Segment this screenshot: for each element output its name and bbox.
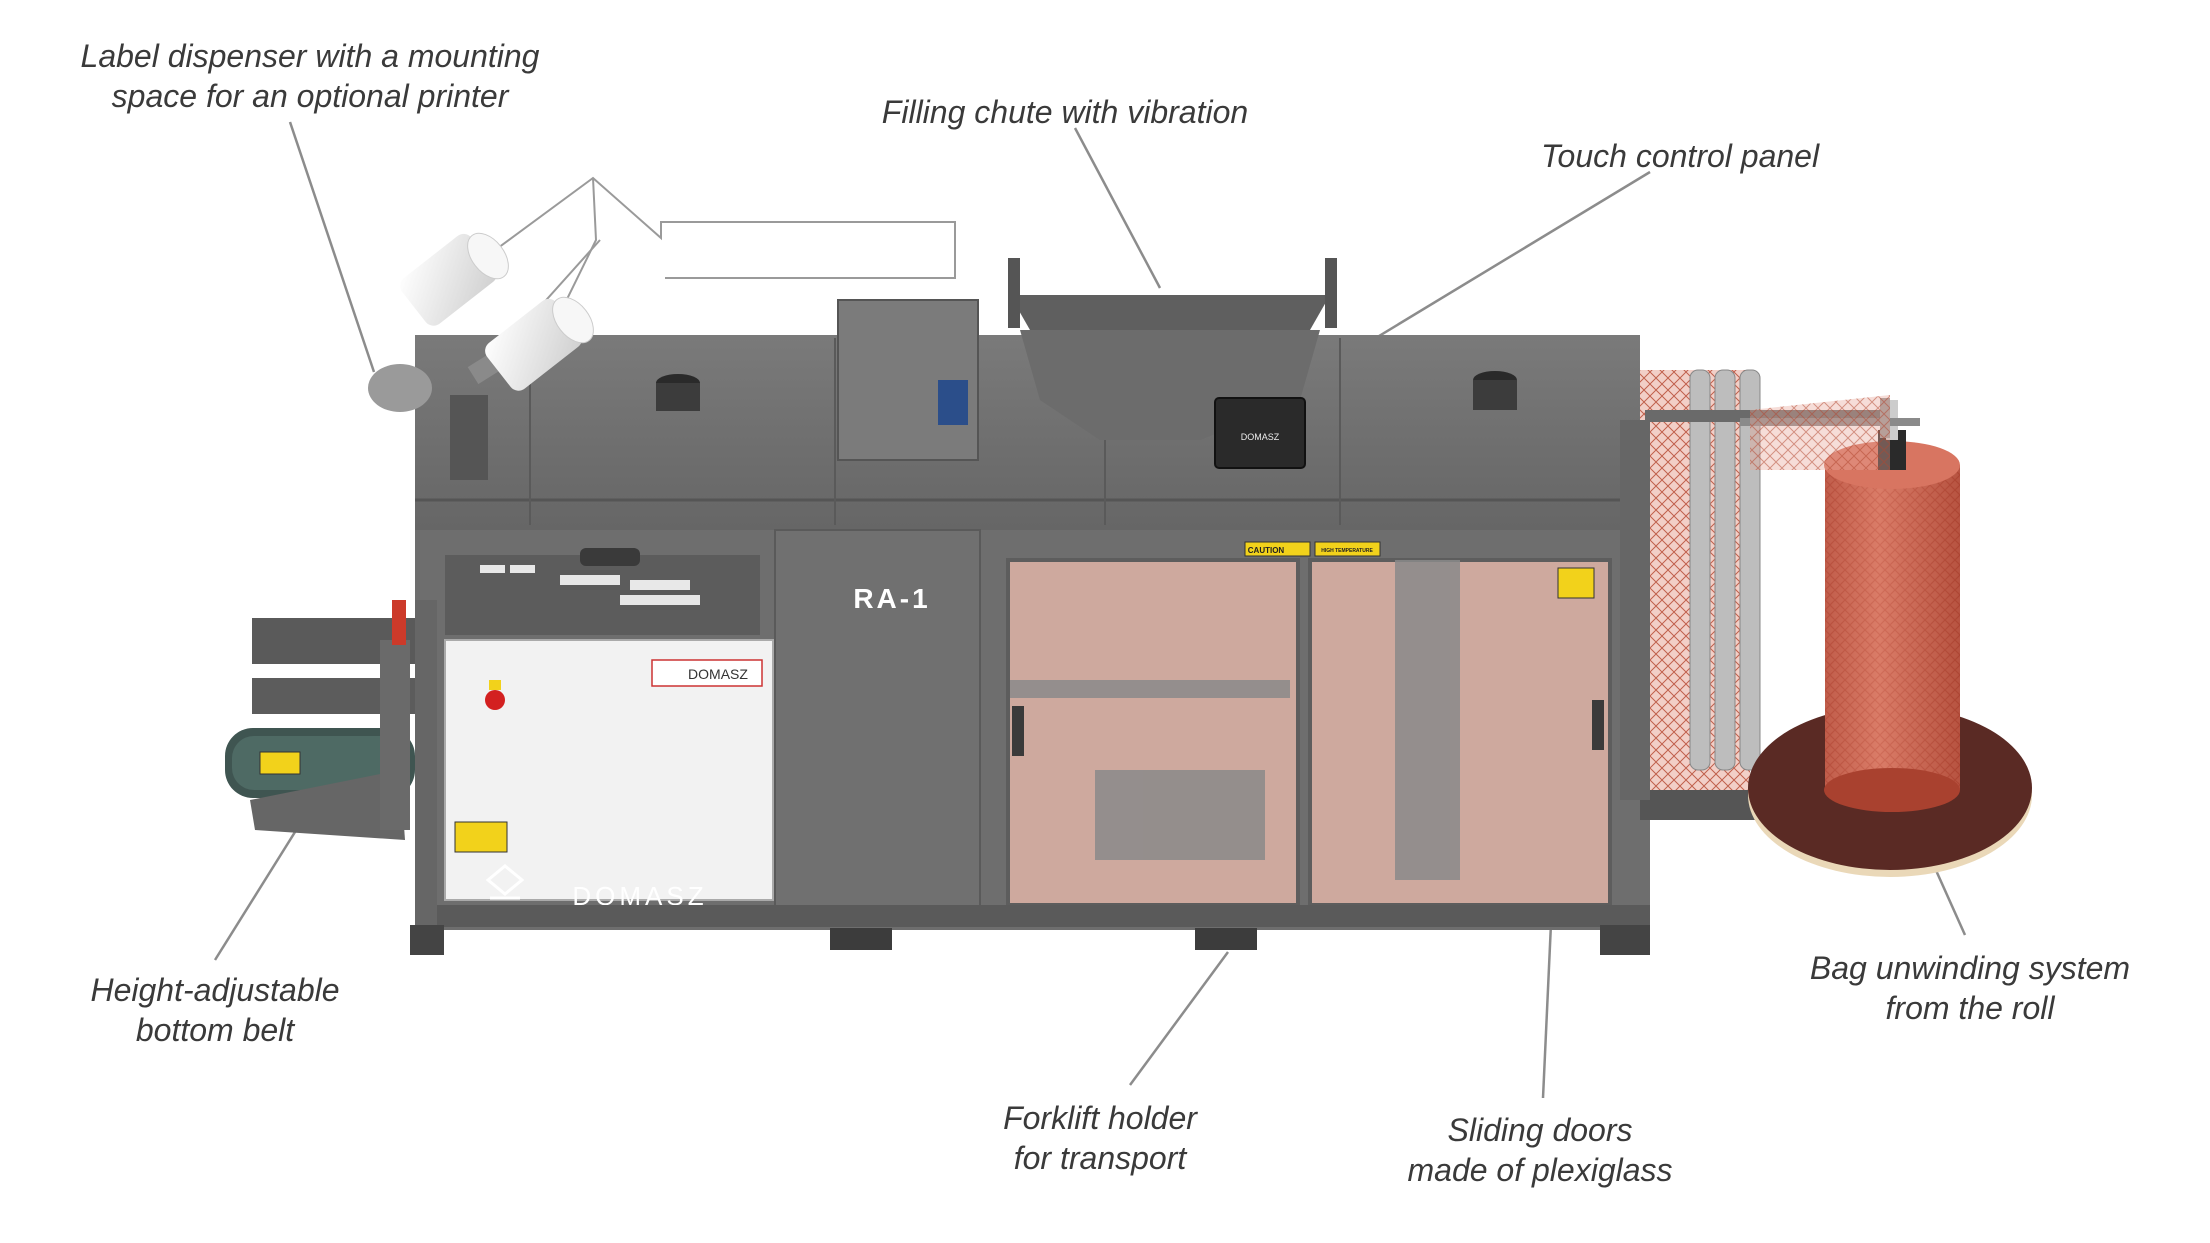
label-rolls [400,232,594,391]
callout-line: Forklift holder [1003,1100,1197,1136]
callout-bottom-belt: Height-adjustable bottom belt [55,970,375,1050]
domasz-logo-icon [485,864,525,900]
callout-line: Touch control panel [1540,138,1820,174]
callout-label-dispenser: Label dispenser with a mounting space fo… [40,36,580,116]
callout-line: for transport [1013,1140,1187,1176]
callout-bag-unwinding: Bag unwinding system from the roll [1790,948,2150,1028]
callout-line: from the roll [1885,990,2055,1026]
callout-line: bottom belt [135,1012,295,1048]
callout-line: Label dispenser with a mounting [80,38,540,74]
callout-filling-chute: Filling chute with vibration [835,92,1295,132]
caution-sticker: CAUTION [1248,546,1285,555]
temperature-sticker: HIGH TEMPERATURE [1321,548,1373,554]
bag-unwinding-system [1620,369,2032,877]
touch-panel-brand: DOMASZ [1241,432,1280,442]
callout-line: Height-adjustable [90,972,340,1008]
cabinet-brand-label: DOMASZ [688,666,748,682]
callout-forklift-holder: Forklift holder for transport [950,1098,1250,1178]
leader-filling-chute [1073,127,1162,289]
callout-line: Sliding doors [1447,1112,1633,1148]
model-label: RA-1 [853,583,930,614]
machine-body: DOMASZ DOMASZ DOMASZ R [368,232,1650,955]
callout-touch-panel: Touch control panel [1480,136,1880,176]
callout-line: made of plexiglass [1407,1152,1673,1188]
leader-label-dispenser [288,121,376,373]
bottom-belt-conveyor [225,600,422,840]
callout-line: space for an optional printer [111,78,509,114]
callout-line: Bag unwinding system [1809,950,2131,986]
forklift-holders [830,928,1257,950]
callout-line: Filling chute with vibration [881,94,1249,130]
callout-sliding-doors: Sliding doors made of plexiglass [1380,1110,1700,1190]
leader-forklift-holder [1128,951,1230,1086]
